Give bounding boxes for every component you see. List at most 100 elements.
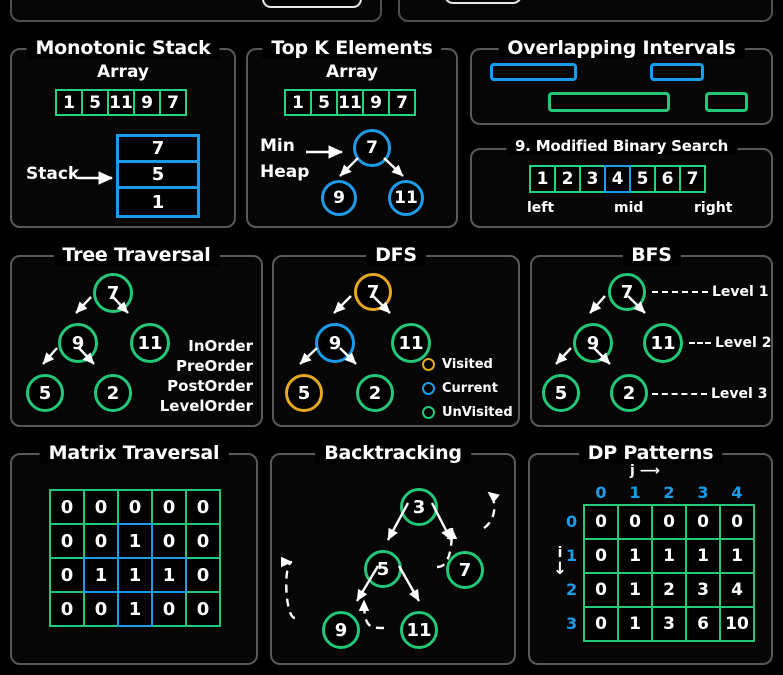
dp-cell: 10 [719,606,755,642]
matrix-cell: 0 [83,489,119,525]
matrix-cell: 0 [49,557,85,593]
dfs-legend-item: Current [422,381,513,396]
array-cell: 4 [604,165,631,193]
tree-node-root: 7 [93,273,133,313]
bfs-node-left-left: 5 [542,374,580,412]
tree-node-left-right: 2 [94,374,132,412]
matrix-cell: 0 [185,489,221,525]
bfs-node-left: 9 [573,323,613,363]
traversal-order-item: PostOrder [167,377,253,395]
panel-title-top-k: Top K Elements [262,37,442,59]
partial-panel-left-inner [262,0,362,8]
dp-cell: 0 [617,504,653,540]
dp-cell: 0 [583,538,619,574]
traversal-order-item: PreOrder [175,357,253,375]
dp-row-header: 3 [566,614,578,633]
tree-node-left: 9 [58,323,98,363]
array-cell: 5 [81,89,109,116]
bt-node-left-leaf: 9 [322,611,360,649]
matrix-cell: 0 [151,523,187,559]
panel-title-matrix-traversal: Matrix Traversal [39,442,229,464]
stack-row: 1 [151,191,165,213]
matrix-cell: 0 [83,591,119,627]
bfs-level-1-dash [652,291,708,293]
dfs-node-right: 11 [391,323,431,363]
matrix-cell: 0 [49,591,85,627]
dp-cell: 1 [617,606,653,642]
array-cell: 7 [679,165,706,193]
dp-cell: 1 [685,538,721,574]
stack-label: Stack [26,164,80,184]
bfs-level-1-label: Level 1 [712,284,769,300]
bt-node-mid: 5 [364,550,402,588]
dp-cell: 0 [685,504,721,540]
panel-title-dp-patterns: DP Patterns [578,442,723,464]
dp-cell: 1 [719,538,755,574]
legend-swatch-blue-icon [422,382,435,395]
legend-swatch-green-icon [422,406,435,419]
dp-j-axis-label: j ⟶ [630,463,660,479]
dp-cell: 3 [685,572,721,608]
bfs-level-2-dash [689,342,711,344]
matrix-cell: 0 [151,591,187,627]
dp-col-header: 4 [731,483,743,502]
panel-backtracking: Backtracking 3 5 7 9 11 [270,442,516,665]
pointer-mid: mid [614,200,644,216]
stack-row: 5 [119,163,197,189]
dp-cell: 0 [583,504,619,540]
matrix-cell: 0 [185,557,221,593]
array-cell: 5 [310,89,338,116]
panel-title-dfs: DFS [366,244,426,266]
dp-cell: 1 [651,538,687,574]
bfs-node-root: 7 [608,273,646,311]
partial-panel-right-inner [444,0,522,4]
matrix-cell: 0 [117,489,153,525]
matrix-cell: 1 [117,557,153,593]
matrix-cell: 0 [49,523,85,559]
matrix-cell: 1 [83,557,119,593]
matrix-cell: 1 [117,523,153,559]
panel-bfs: BFS 7 9 11 5 2 Level 1 Level 2 Level 3 [530,244,773,427]
legend-swatch-amber-icon [422,358,435,371]
tree-node-left-left: 5 [26,374,64,412]
partial-panel-right [398,0,773,22]
stack-row: 7 [119,137,197,163]
min-heap-label-line2: Heap [260,162,310,182]
dp-i-text: i [557,545,563,561]
array-cell: 1 [529,165,556,193]
matrix-cell: 1 [151,557,187,593]
panel-title-binary-search: 9. Modified Binary Search [505,137,738,155]
arrow-down-icon: ↓ [552,559,568,579]
matrix-cell: 0 [151,489,187,525]
array-cell: 11 [336,89,364,116]
dfs-legend-label: UnVisited [442,405,513,420]
tree-node-right: 11 [130,323,170,363]
interval-bar [650,63,704,81]
bfs-level-3-dash [652,393,707,395]
dp-cell: 0 [583,606,619,642]
dp-cell: 0 [651,504,687,540]
array-cell: 9 [362,89,390,116]
panel-title-backtracking: Backtracking [315,442,471,464]
dp-cell: 2 [651,572,687,608]
dp-row-header: 2 [566,580,578,599]
panel-overlapping-intervals: Overlapping Intervals [470,37,773,125]
pointer-left: left [527,200,555,216]
array-cell: 9 [133,89,161,116]
dp-j-text: j [630,463,635,479]
arrow-right-icon: ⟶ [639,463,660,479]
dp-cell: 1 [617,538,653,574]
bt-node-right: 7 [446,551,484,589]
